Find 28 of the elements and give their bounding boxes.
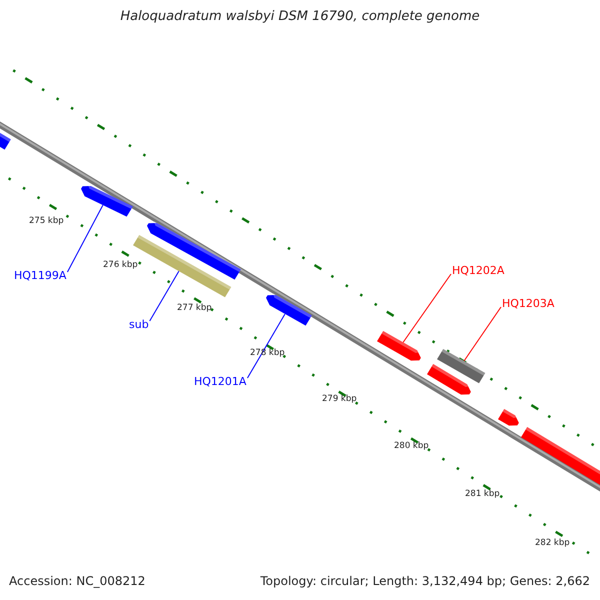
accession-text: Accession: NC_008212 — [9, 574, 146, 588]
gene-label: HQ1199A — [14, 269, 66, 282]
gene-feature — [81, 186, 134, 218]
tick-label: 280 kbp — [394, 441, 429, 451]
leader-line — [402, 274, 452, 343]
leader-line — [246, 314, 286, 378]
tick-label: 279 kbp — [322, 394, 357, 404]
tick-label: 275 kbp — [29, 216, 64, 226]
tick-label: 281 kbp — [465, 489, 500, 499]
gene-label: HQ1203A — [502, 297, 554, 310]
leader-line — [149, 270, 180, 322]
title: Haloquadratum walsbyi DSM 16790, complete genome — [120, 9, 480, 24]
genome-info: Topology: circular; Length: 3,132,494 bp; Genes: 2,662 — [260, 574, 590, 588]
gene-label: sub — [129, 318, 149, 331]
gene-label: HQ1202A — [452, 264, 504, 277]
tick-label: 282 kbp — [535, 538, 570, 548]
gene-feature — [498, 408, 519, 426]
gene-label: HQ1201A — [194, 375, 246, 388]
gene-feature — [266, 295, 312, 326]
gene-feature — [520, 426, 600, 486]
tick-label: 277 kbp — [177, 303, 212, 313]
tick-label: 276 kbp — [103, 260, 138, 270]
gene-feature — [376, 330, 421, 360]
gene-block — [436, 348, 486, 384]
gene-feature — [147, 223, 242, 280]
gene-feature — [426, 364, 471, 394]
leader-line — [464, 306, 502, 362]
leader-line — [66, 204, 104, 272]
